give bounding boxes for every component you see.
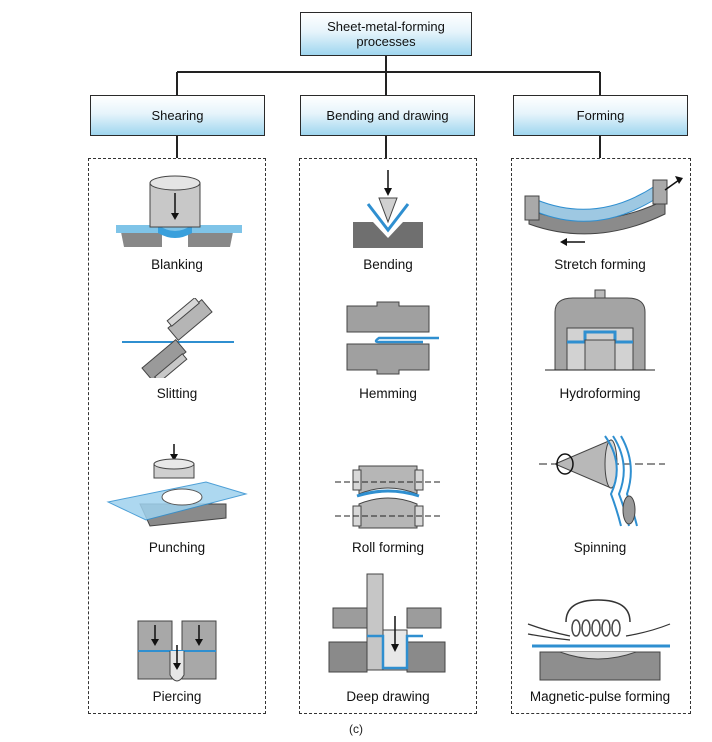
process-label: Roll forming [351,540,425,555]
group-forming [511,158,691,714]
piercing-illustration [137,620,217,682]
group-bending-drawing [299,158,477,714]
process-label: Stretch forming [554,257,646,272]
bending-illustration [353,170,423,248]
root-title: Sheet-metal-forming processes [327,19,445,49]
process-label: Spinning [573,540,627,555]
category-box-bending-drawing: Bending and drawing [300,95,475,136]
process-label: Slitting [156,386,198,401]
deep-drawing-illustration [328,573,446,673]
category-title: Shearing [151,108,204,123]
process-label: Piercing [152,689,202,704]
process-label: Bending [363,257,413,272]
punching-illustration [106,444,248,527]
process-label: Punching [148,540,206,555]
process-label: Blanking [151,257,203,272]
root-process-box: Sheet-metal-forming processes [300,12,472,56]
category-box-shearing: Shearing [90,95,265,136]
blanking-illustration [116,175,242,247]
category-box-forming: Forming [513,95,688,136]
process-label: Hemming [359,386,417,401]
figure-caption: (c) [349,722,363,736]
magnetic-pulse-forming-illustration [527,599,671,681]
group-shearing [88,158,266,714]
stretch-forming-illustration [524,176,683,246]
slitting-illustration [122,298,234,378]
category-title: Bending and drawing [326,108,449,123]
hemming-illustration [346,301,439,375]
category-title: Forming [576,108,625,123]
process-label: Hydroforming [559,386,641,401]
roll-forming-illustration [335,465,441,529]
process-label: Deep drawing [346,689,430,704]
spinning-illustration [539,435,665,527]
hydroforming-illustration [545,289,655,371]
process-label: Magnetic-pulse forming [529,689,671,704]
